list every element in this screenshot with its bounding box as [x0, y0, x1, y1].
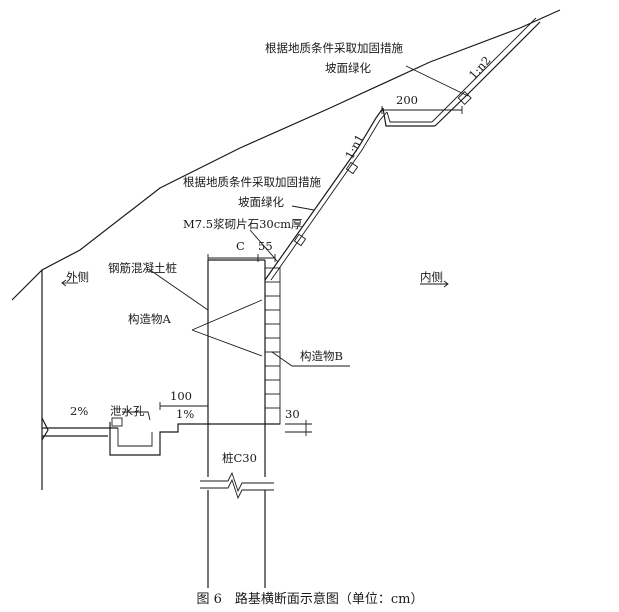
outside-arrow-head: [61, 279, 67, 287]
label-grade-1: 1%: [176, 407, 194, 421]
slope-anchor-3: [457, 90, 472, 106]
inside-arrow-head: [443, 280, 449, 288]
figure-caption: 图 6 路基横断面示意图（单位：cm）: [196, 591, 423, 607]
berm-platform-inner: [386, 111, 432, 123]
berm-platform: [382, 107, 435, 127]
leader-lower-measure: [291, 205, 315, 211]
leader-structure-b: [271, 351, 350, 367]
label-green-upper: 坡面绿化: [325, 61, 371, 75]
label-slope-n2: 1:n2: [466, 53, 494, 82]
leader-pile: [149, 269, 209, 311]
label-pile: 钢筋混凝土桩: [108, 261, 177, 275]
label-structure-b: 构造物B: [300, 349, 343, 363]
drain-pipe: [111, 417, 123, 427]
label-pile-grade: 桩C30: [222, 451, 257, 465]
cut-slope-lower: [264, 107, 384, 281]
label-slope-n1: 1:n1: [342, 132, 367, 161]
cut-slope-upper-facing: [431, 17, 537, 123]
label-masonry: M7.5浆砌片石30cm厚: [183, 217, 303, 231]
label-grade-2: 2%: [70, 404, 88, 418]
slope-anchor-1: [293, 233, 307, 247]
structure-b-wall: [264, 267, 281, 425]
label-dim-100: 100: [170, 389, 192, 403]
outer-foot: [41, 417, 49, 441]
structure-b-hatching: [265, 281, 280, 409]
label-outside: 外侧: [66, 270, 89, 284]
label-dim-30: 30: [285, 407, 300, 421]
ground-line: [11, 9, 561, 301]
leader-structure-a-1: [191, 299, 263, 331]
leader-upper-measure: [405, 65, 469, 97]
label-drain-hole: 泄水孔: [110, 404, 145, 418]
pile-break-symbol: [200, 471, 274, 493]
cut-slope-upper: [434, 21, 541, 127]
ditch-inner: [117, 428, 153, 447]
label-dim-200: 200: [396, 93, 418, 107]
label-inside: 内侧: [420, 270, 443, 284]
label-measure-lower: 根据地质条件采取加固措施: [183, 175, 321, 189]
pile-break-symbol-2: [200, 478, 274, 500]
cut-slope-lower-facing: [270, 111, 388, 281]
slope-anchor-2: [345, 161, 359, 175]
leader-structure-a-2: [191, 329, 263, 357]
label-dim-55: 55: [258, 239, 273, 253]
label-structure-a: 构造物A: [128, 312, 171, 326]
label-measure-upper: 根据地质条件采取加固措施: [265, 41, 403, 55]
leader-masonry: [249, 229, 279, 263]
ditch-outline: [109, 422, 210, 456]
label-dim-c: C: [236, 239, 245, 253]
label-green-lower: 坡面绿化: [238, 195, 284, 209]
leader-drain: [122, 411, 151, 421]
